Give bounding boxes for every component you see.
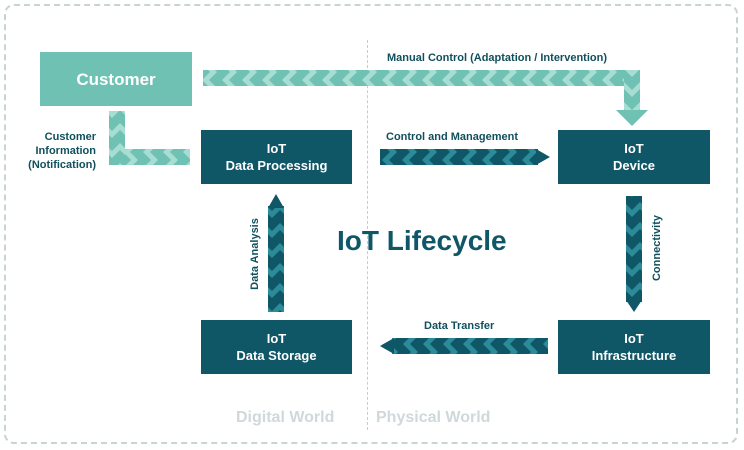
customer-information-line1: Customer <box>44 131 96 143</box>
connectivity-label: Connectivity <box>651 214 663 282</box>
customer-information-label: Customer Information (Notification) <box>20 130 96 172</box>
data-storage-box-line1: IoT <box>266 331 287 346</box>
data-processing-box: IoT Data Processing <box>201 130 352 184</box>
world-divider <box>367 40 368 430</box>
infrastructure-box-line2: Infrastructure <box>591 348 677 363</box>
manual-control-arrowhead <box>616 110 648 126</box>
manual-control-arrow-vertical <box>624 70 640 112</box>
device-box-line2: Device <box>613 158 655 173</box>
customer-info-arrow-vertical <box>109 111 125 165</box>
device-box-line1: IoT <box>624 141 644 156</box>
customer-information-line3: (Notification) <box>28 159 96 171</box>
data-analysis-arrowhead <box>268 194 284 208</box>
control-management-arrow <box>380 149 538 165</box>
manual-control-label: Manual Control (Adaptation / Interventio… <box>387 52 607 64</box>
infrastructure-box-line1: IoT <box>624 331 644 346</box>
digital-world-label: Digital World <box>236 409 335 426</box>
data-storage-box: IoT Data Storage <box>201 320 352 374</box>
physical-world-label: Physical World <box>376 409 491 426</box>
customer-info-arrow-horizontal <box>125 149 190 165</box>
dashed-frame <box>4 4 738 444</box>
data-processing-box-line1: IoT <box>266 141 287 156</box>
control-management-label: Control and Management <box>386 131 519 143</box>
data-analysis-label: Data Analysis <box>249 218 261 290</box>
data-transfer-arrowhead <box>380 338 394 354</box>
customer-box-label: Customer <box>76 69 156 89</box>
connectivity-arrowhead <box>626 300 642 312</box>
customer-information-line2: Information <box>35 145 97 157</box>
data-storage-box-line2: Data Storage <box>236 348 317 363</box>
data-transfer-arrow <box>392 338 548 354</box>
infrastructure-box: IoT Infrastructure <box>558 320 710 374</box>
device-box: IoT Device <box>558 130 710 184</box>
data-processing-box-line2: Data Processing <box>225 158 328 173</box>
customer-box: Customer <box>40 52 192 106</box>
data-analysis-arrow <box>268 206 284 312</box>
diagram-title: IoT Lifecycle <box>337 225 507 256</box>
manual-control-arrow-horizontal <box>203 70 640 86</box>
control-management-arrowhead <box>536 149 550 165</box>
data-transfer-label: Data Transfer <box>424 320 495 332</box>
connectivity-arrow <box>626 196 642 302</box>
